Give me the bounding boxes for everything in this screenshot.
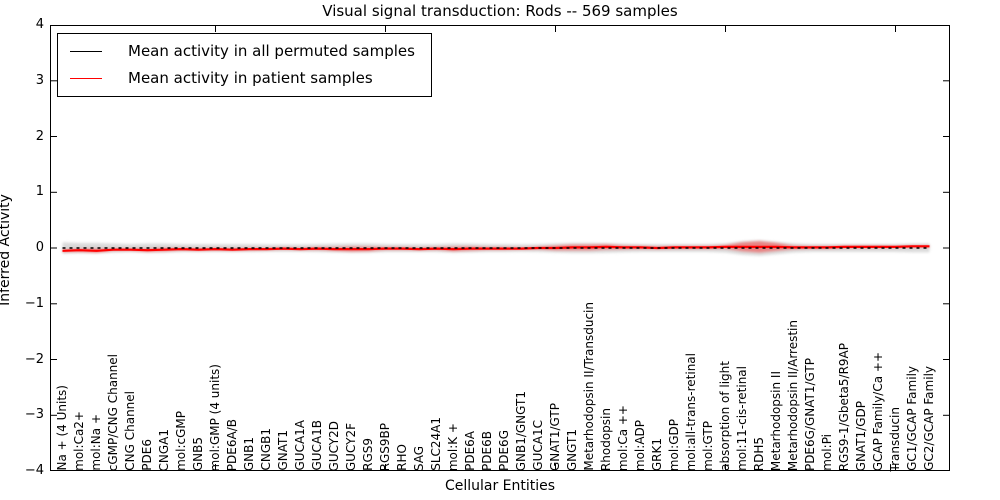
x-tick-label: CNG Channel — [122, 391, 137, 471]
x-tick-label: mol:Ca2+ — [71, 411, 86, 471]
x-tick-label: mol:Ca ++ — [615, 404, 630, 471]
x-tick-label: GC1/GCAP Family — [904, 366, 919, 471]
x-tick-label: PDE6A — [462, 431, 477, 471]
x-axis-label: Cellular Entities — [444, 478, 556, 494]
x-tick-label: Na + (4 Units) — [54, 385, 69, 471]
x-tick-label: mol:Na + — [88, 414, 103, 471]
x-tick-label: GNB1 — [241, 436, 256, 471]
legend-line-patient-icon — [70, 77, 102, 79]
x-tick-label: RGS9BP — [377, 422, 392, 471]
x-tick-label: Metarhodopsin II/Transducin — [581, 302, 596, 471]
x-tick-label: GNAT1/GTP — [547, 403, 562, 471]
plot-area — [50, 25, 950, 471]
x-tick-label: mol:GMP (4 units) — [207, 363, 222, 471]
x-tick-label: GNB5 — [190, 436, 205, 471]
x-tick-label: Metarhodopsin II/Arrestin — [785, 319, 800, 471]
x-tick-label: mol:Pi — [819, 434, 834, 471]
x-tick-label: PDE6G — [496, 430, 511, 471]
y-tick-label: 0 — [35, 240, 44, 255]
x-tick-label: GNAT1 — [275, 430, 290, 471]
x-tick-label: mol:all-trans-retinal — [683, 352, 698, 471]
x-tick-label: GCAP Family/Ca ++ — [870, 351, 885, 471]
x-tick-label: Transducin — [887, 406, 902, 471]
x-tick-label: GNAT1/GDP — [853, 400, 868, 471]
x-tick-label: RDH5 — [751, 436, 766, 471]
y-tick-label: −1 — [24, 295, 44, 311]
x-tick-label: Metarhodopsin II — [768, 370, 783, 471]
x-tick-label: RGS9-1/Gbeta5/R9AP — [836, 342, 851, 471]
legend-item-patient: Mean activity in patient samples — [70, 69, 415, 87]
x-tick-label: absorption of light — [717, 361, 732, 471]
x-tick-label: GC2/GCAP Family — [921, 366, 936, 471]
x-tick-label: GUCY2F — [343, 422, 358, 471]
y-tick-label: 1 — [35, 184, 44, 200]
x-tick-label: Rhodopsin — [598, 407, 613, 471]
legend-item-permuted: Mean activity in all permuted samples — [70, 42, 415, 60]
x-tick-label: CNGA1 — [156, 428, 171, 472]
x-tick-label: SLC24A1 — [428, 417, 443, 471]
y-tick-label: −2 — [24, 351, 44, 367]
chart-title: Visual signal transduction: Rods -- 569 … — [322, 2, 678, 20]
x-tick-label: mol:GDP — [666, 418, 681, 471]
x-tick-label: mol:ADP — [632, 419, 647, 471]
y-tick-label: 2 — [35, 128, 44, 144]
x-tick-label: GUCA1A — [292, 420, 307, 471]
x-tick-label: GUCA1C — [530, 420, 545, 471]
legend-line-permuted-icon — [70, 50, 102, 52]
y-tick-label: 3 — [35, 72, 44, 88]
x-tick-label: cGMP/CNG Channel — [105, 353, 120, 471]
x-tick-label: GUCA1B — [309, 420, 324, 471]
legend-label-permuted: Mean activity in all permuted samples — [128, 42, 415, 60]
y-tick-label: −3 — [24, 407, 44, 423]
x-tick-label: GRK1 — [649, 437, 664, 471]
x-tick-label: PDE6G/GNAT1/GTP — [802, 357, 817, 471]
x-tick-label: GUCY2D — [326, 420, 341, 471]
x-tick-label: PDE6B — [479, 431, 494, 471]
y-tick-label: 4 — [35, 17, 44, 32]
x-tick-label: GNGT1 — [564, 428, 579, 471]
x-tick-label: mol:K + — [445, 422, 460, 471]
legend: Mean activity in all permuted samples Me… — [57, 33, 432, 97]
x-tick-label: PDE6A/B — [224, 418, 239, 471]
x-tick-label: mol:11-cis-retinal — [734, 366, 749, 471]
y-tick-label: −4 — [24, 463, 44, 478]
x-tick-label: PDE6 — [139, 439, 154, 471]
legend-label-patient: Mean activity in patient samples — [128, 69, 373, 87]
x-tick-label: GNB1/GNGT1 — [513, 390, 528, 471]
x-tick-label: mol:cGMP — [173, 411, 188, 471]
x-tick-label: mol:GTP — [700, 421, 715, 471]
x-tick-label: CNGB1 — [258, 428, 273, 471]
x-tick-label: RGS9 — [360, 438, 375, 471]
x-tick-label: RHO — [394, 444, 409, 471]
x-tick-label: SAG — [411, 445, 426, 471]
